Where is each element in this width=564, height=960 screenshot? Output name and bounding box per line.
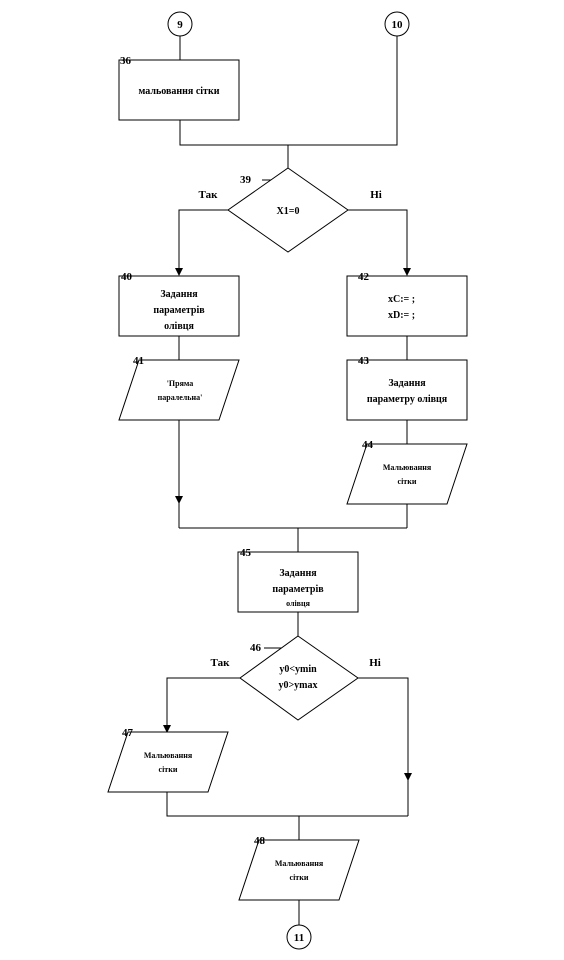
connector-label: 9: [177, 19, 183, 31]
block-text-line: Мальювання: [144, 751, 193, 760]
block-text-line: олівця: [286, 599, 311, 608]
block-text-line: Задання: [160, 289, 198, 300]
block-number: 47: [122, 727, 134, 739]
block-text-line: 'Пряма: [167, 379, 194, 388]
block-44-io: 44 Мальювання сітки: [346, 439, 468, 505]
block-46-decision: 46 y0<ymin y0>ymax Так Ні: [211, 635, 381, 721]
block-text-line: Задання: [388, 378, 426, 389]
block-text-line: сітки: [159, 765, 178, 774]
connector-label: 10: [392, 19, 404, 31]
block-text: мальовання сітки: [139, 86, 220, 97]
decision-condition: X1=0: [277, 206, 300, 217]
connector-10: 10: [384, 11, 410, 37]
block-36-process: 36 мальовання сітки: [118, 55, 240, 121]
block-number: 48: [254, 835, 266, 847]
block-number: 45: [240, 547, 252, 559]
block-number: 36: [120, 55, 132, 67]
block-number: 40: [121, 271, 133, 283]
block-text-line: xC:= ;: [388, 294, 415, 305]
block-text-line: параметру олівця: [367, 394, 448, 405]
block-number: 42: [358, 271, 370, 283]
decision-condition-line: y0<ymin: [279, 664, 317, 675]
block-47-io: 47 Мальювання сітки: [107, 727, 229, 793]
branch-no-label: Ні: [369, 657, 381, 669]
flow-lines: [163, 36, 412, 925]
block-45-process: 45 Задання параметрів олівця: [237, 547, 359, 613]
block-39-decision: 39 X1=0 Так Ні: [199, 167, 382, 253]
branch-no-label: Ні: [370, 189, 382, 201]
connector-11: 11: [286, 924, 312, 950]
block-43-process: 43 Задання параметру олівця: [346, 355, 468, 421]
block-text-line: олівця: [164, 321, 194, 332]
block-text-line: Задання: [279, 568, 317, 579]
block-41-io: 41 'Пряма паралельна': [118, 355, 240, 421]
block-text-line: xD:= ;: [388, 310, 415, 321]
block-number: 39: [240, 174, 252, 186]
branch-yes-label: Так: [211, 657, 231, 669]
branch-yes-label: Так: [199, 189, 219, 201]
block-number: 46: [250, 642, 262, 654]
block-number: 44: [362, 439, 374, 451]
block-text-line: сітки: [398, 477, 417, 486]
block-text-line: Мальювання: [383, 463, 432, 472]
block-48-io: 48 Мальювання сітки: [238, 835, 360, 901]
block-text-line: Мальювання: [275, 859, 324, 868]
block-number: 43: [358, 355, 370, 367]
decision-condition-line: y0>ymax: [278, 680, 317, 691]
block-42-process: 42 xC:= ; xD:= ;: [346, 271, 468, 337]
block-text-line: паралельна': [158, 393, 203, 402]
block-text-line: параметрів: [153, 305, 205, 316]
block-number: 41: [133, 355, 144, 367]
block-text-line: сітки: [290, 873, 309, 882]
connector-label: 11: [294, 932, 304, 944]
block-text-line: параметрів: [272, 584, 324, 595]
connector-9: 9: [167, 11, 193, 37]
block-40-process: 40 Задання параметрів олівця: [118, 271, 240, 337]
